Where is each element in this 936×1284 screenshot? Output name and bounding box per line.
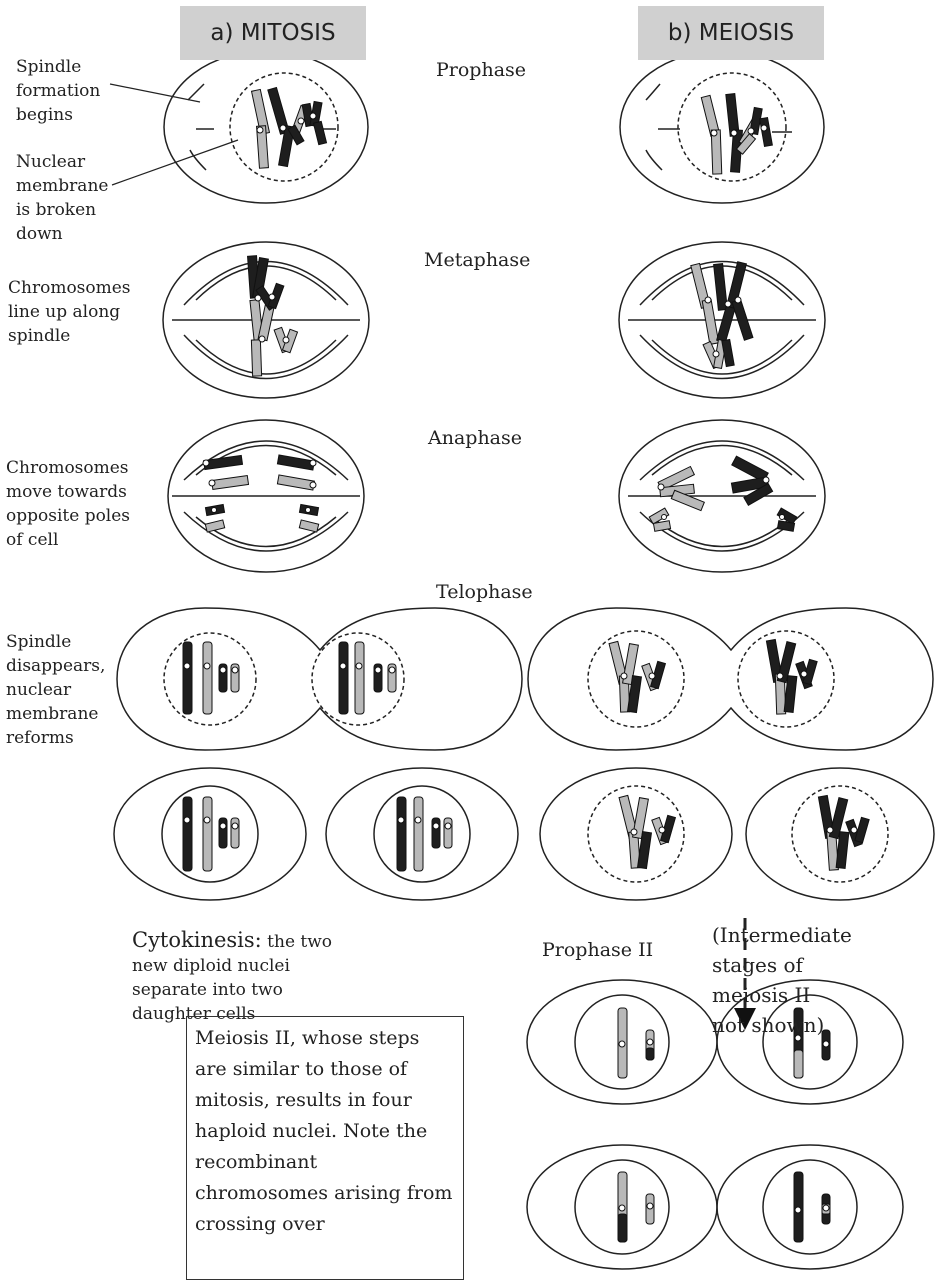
label-spindle-formation: Spindle formation begins [16,55,100,127]
stage-prophase-ii: Prophase II [542,938,653,962]
chromosomes-mitosis-metaphase [248,256,298,376]
meiosis-telophase-cell [528,608,933,750]
chromosomes-meiosis-telophase-left [609,641,665,712]
chromosomes-mitosis-telophase-right [339,642,396,714]
label-spindle-disappears: Spindle disappears, nuclear membrane ref… [6,630,105,750]
mitosis-anaphase-cell [168,420,364,572]
meiosis-ii-note-box: Meiosis II, whose steps are similar to t… [186,1016,464,1280]
haploid-cell-bottom-right [717,1145,903,1269]
label-line-up: Chromosomes line up along spindle [8,276,131,348]
label-move-poles: Chromosomes move towards opposite poles … [6,456,130,552]
chromosomes-meiosis-telophase-right [766,639,817,714]
chromosomes-meiosis-metaphase [691,262,753,369]
chromosomes-meiosis-anaphase [649,456,797,531]
chromosomes-daughter-1 [183,797,239,871]
stage-metaphase: Metaphase [424,248,530,272]
cytokinesis-caption: Cytokinesis: the two new diploid nuclei … [132,928,332,1026]
stage-prophase: Prophase [436,58,526,82]
chromosomes-mitosis-anaphase [204,455,319,532]
cytokinesis-title: Cytokinesis: [132,928,262,952]
meiosis-prophase-cell [620,51,824,203]
mitosis-header: a) MITOSIS [180,6,366,60]
label-nuclear-membrane: Nuclear membrane is broken down [16,150,108,246]
stage-telophase: Telophase [436,580,533,604]
mitosis-telophase-cell [117,608,522,750]
intermediate-note: (Intermediate stages of meiosis II not s… [712,920,852,1040]
chromosomes-prophase2-cell-2 [818,795,869,870]
meiosis-header: b) MEIOSIS [638,6,824,60]
leader-line-membrane [112,140,238,185]
meiosis-anaphase-cell [619,420,825,572]
leader-line-spindle [110,84,200,102]
chromosomes-prophase2-cell-1 [619,795,675,868]
chromosomes-mitosis-telophase-left [183,642,239,714]
chromosomes-daughter-2 [397,797,452,871]
stage-anaphase: Anaphase [428,426,522,450]
